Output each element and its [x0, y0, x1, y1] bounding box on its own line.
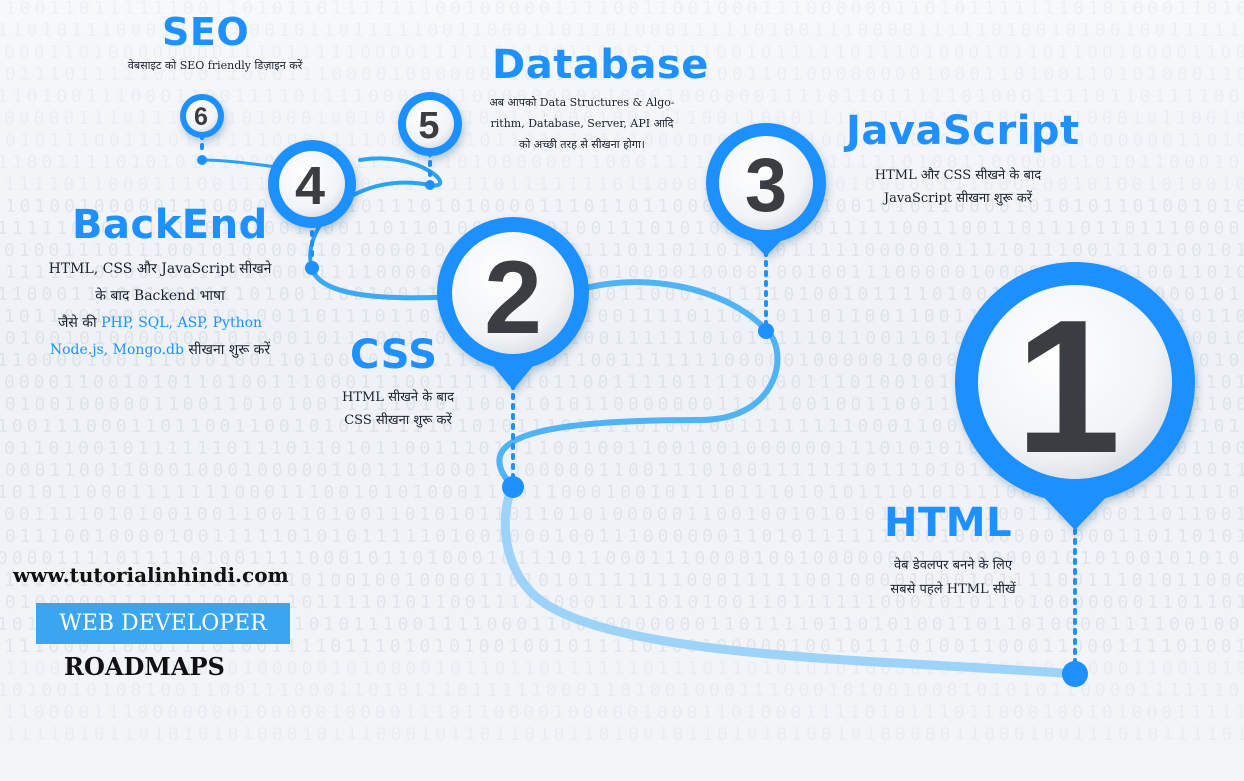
dot-3 [758, 323, 774, 339]
step-2-desc-line: HTML सीखने के बाद [341, 390, 455, 405]
step-2-desc-line: CSS सीखना शुरू करें [344, 413, 452, 428]
binary-row: 0001101000000001110111110000111111110011… [4, 42, 1244, 63]
step-5-title: Database [492, 42, 709, 88]
step-5-desc-line: rithm, Database, Server, API आदि [490, 117, 674, 130]
marker-2-number: 2 [484, 240, 542, 356]
step-4-desc-highlight: PHP, SQL, ASP, Python [101, 315, 263, 331]
marker-1-number: 1 [1015, 281, 1121, 493]
binary-row: 0011110101001001100110100110101011011010… [4, 504, 1244, 525]
path-segment-1-2 [500, 482, 1080, 679]
roadmaps-subtitle: ROADMAPS [64, 652, 225, 681]
step-5-desc-line: को अच्छी तरह से सीखना होगा। [519, 138, 645, 151]
binary-row: 1010110001111111000111001010100011001100… [0, 482, 1244, 503]
binary-row: 1100011100100011101001100100111010110011… [0, 284, 1244, 305]
marker-3 [706, 123, 826, 256]
binary-row: 1011101111101001100011100001000000010111… [0, 64, 1244, 85]
marker-6-number: 6 [194, 103, 208, 131]
step-3-title: JavaScript [846, 108, 1080, 154]
binary-row: 1010010000011001101010011111010110011010… [0, 394, 1244, 415]
marker-2 [437, 217, 589, 390]
step-5-desc-line: अब आपको Data Structures & Algo- [489, 96, 675, 109]
path-segment-2-3 [496, 279, 781, 490]
binary-row: 0011100100001001111101010111110100100010… [0, 526, 1244, 547]
binary-row: 0000110010101101001110001110011111110110… [4, 372, 1244, 393]
step-6-desc-line: वेबसाइट को SEO friendly डिज़ाइन करें [127, 59, 303, 72]
step-2-title: CSS [350, 332, 438, 378]
step-4-desc-line-4: Node.js, Mongo.db सीखना शुरू करें [12, 337, 308, 364]
binary-row: 0010010100000001010001011100110000101011… [0, 328, 1244, 349]
marker-5 [398, 92, 462, 158]
step-4-desc-line: HTML, CSS और JavaScript सीखने [48, 261, 272, 277]
binary-row: 1111101011010101010001011100010110110101… [0, 724, 1244, 745]
binary-row: 1110010011001011100101001001000011010101… [4, 570, 1244, 591]
binary-row: 1101011100010111000101101111100110001101… [0, 20, 1244, 41]
binary-row: 0000111101111010011110001011010001011101… [0, 548, 1244, 569]
binary-row: 0100111011100101000011010000100000011011… [4, 240, 1244, 261]
binary-row: 1010000011111110000110111101011001111000… [0, 592, 1244, 613]
binary-row: 0000011101110111010001001000101101111000… [4, 108, 1244, 129]
dot-5 [425, 180, 435, 190]
binary-row: 1011001000110010100110111011011111010001… [4, 306, 1244, 327]
step-5-desc: अब आपको Data Structures & Algo- rithm, D… [470, 92, 694, 155]
binary-row: 0110100101111110111011010110011101011001… [4, 438, 1244, 459]
binary-row: 1100001110000000100000100001110110000100… [4, 702, 1244, 723]
dot-4 [305, 261, 319, 275]
binary-row: 1001110001101100110010101111110101011101… [0, 416, 1244, 437]
marker-1 [955, 262, 1195, 530]
step-6-title: SEO [162, 10, 250, 54]
step-4-desc: HTML, CSS और JavaScript सीखने के बाद Bac… [12, 256, 308, 364]
dot-6 [197, 155, 207, 165]
step-3-desc-line: HTML और CSS सीखने के बाद [874, 168, 1042, 183]
marker-4-number: 4 [295, 156, 325, 216]
dot-2 [502, 476, 524, 498]
step-1-title: HTML [884, 500, 1013, 546]
step-1-desc-line: वेब डेवलपर बनने के लिए [893, 558, 1013, 573]
step-4-desc-line: के बाद Backend भाषा [95, 288, 225, 304]
marker-5-number: 5 [418, 105, 439, 147]
web-developer-badge: WEB DEVELOPER [36, 603, 290, 644]
binary-row: 0000110011000100010000010011110001100000… [0, 460, 1244, 481]
dot-1 [1062, 661, 1088, 687]
website-url: www.tutorialinhindi.com [13, 563, 289, 587]
binary-row: 1101001110001100111101111000011100000000… [0, 86, 1244, 107]
step-3-desc-line: JavaScript सीखना शुरू करें [883, 191, 1033, 206]
step-4-desc-highlight: Node.js, Mongo.db [49, 342, 184, 358]
binary-row: 0100110111111001101011011111110010000011… [0, 0, 1244, 19]
marker-3-number: 3 [745, 143, 787, 228]
marker-4 [268, 140, 356, 228]
step-6-desc: वेबसाइट को SEO friendly डिज़ाइन करें [70, 58, 360, 74]
step-3-desc: HTML और CSS सीखने के बाद JavaScript सीखन… [838, 164, 1078, 210]
binary-row: 1010000111101101100110101110011110001100… [0, 614, 1244, 635]
binary-row: 1110001100011101001111011101010100100101… [4, 636, 1244, 657]
binary-row: 1100001001110001001101000010111111001011… [0, 350, 1244, 371]
step-4-desc-prefix: जैसे की [57, 315, 97, 331]
step-4-desc-line-3: जैसे की PHP, SQL, ASP, Python [12, 310, 308, 337]
step-4-title: BackEnd [72, 202, 268, 248]
marker-6 [180, 94, 224, 140]
step-1-desc: वेब डेवलपर बनने के लिए सबसे पहले HTML सी… [858, 554, 1048, 602]
step-4-desc-suffix: सीखना शुरू करें [188, 342, 271, 358]
step-2-desc: HTML सीखने के बाद CSS सीखना शुरू करें [312, 386, 484, 432]
binary-row: 1010010100100110011100011010111011111000… [0, 680, 1244, 701]
step-1-desc-line: सबसे पहले HTML सीखें [890, 582, 1016, 597]
